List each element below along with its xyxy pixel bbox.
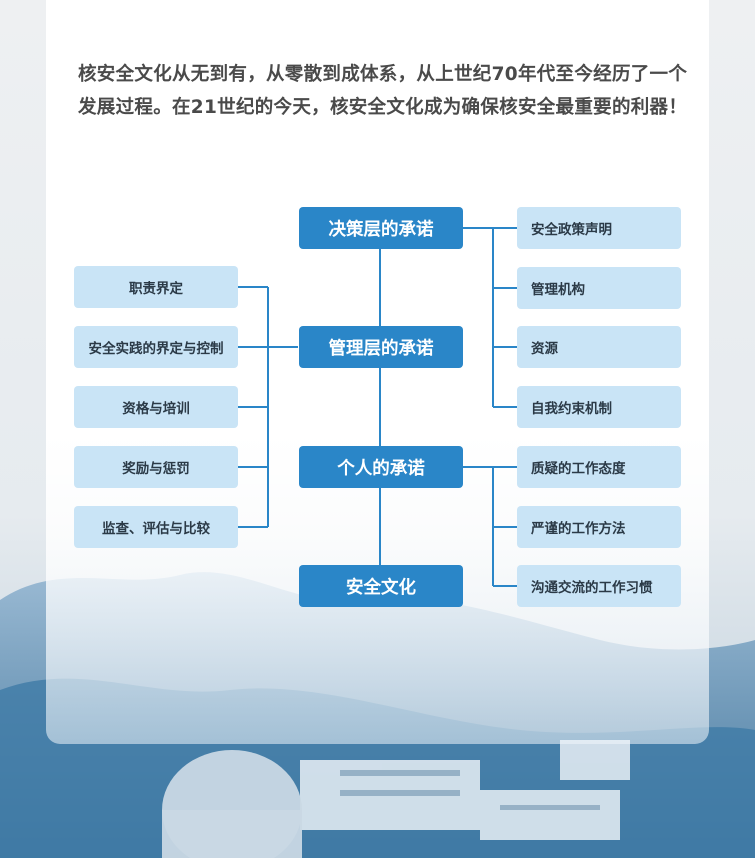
node-label: 安全实践的界定与控制 (88, 341, 224, 357)
node-safety-policy: 安全政策声明 (517, 207, 681, 249)
node-label: 个人的承诺 (337, 458, 425, 479)
node-management-commitment: 管理层的承诺 (299, 326, 463, 368)
node-communication-habit: 沟通交流的工作习惯 (517, 565, 681, 607)
node-label: 管理层的承诺 (328, 338, 434, 359)
node-management-organization: 管理机构 (517, 267, 681, 309)
node-rigorous-approach: 严谨的工作方法 (517, 506, 681, 548)
node-questioning-attitude: 质疑的工作态度 (517, 446, 681, 488)
node-responsibility-definition: 职责界定 (74, 266, 238, 308)
node-qualification-training: 资格与培训 (74, 386, 238, 428)
node-label: 沟通交流的工作习惯 (531, 580, 653, 596)
node-label: 职责界定 (129, 281, 183, 297)
node-resources: 资源 (517, 326, 681, 368)
intro-paragraph: 核安全文化从无到有，从零散到成体系，从上世纪70年代至今经历了一个发展过程。在2… (78, 64, 688, 118)
node-self-discipline: 自我约束机制 (517, 386, 681, 428)
node-label: 资源 (531, 341, 558, 357)
node-safety-culture: 安全文化 (299, 565, 463, 607)
node-label: 管理机构 (531, 282, 585, 298)
node-label: 安全文化 (346, 577, 416, 598)
node-label: 严谨的工作方法 (531, 521, 626, 537)
content-card (46, 0, 709, 744)
node-label: 决策层的承诺 (328, 219, 434, 240)
node-label: 监查、评估与比较 (102, 521, 210, 537)
node-label: 质疑的工作态度 (531, 461, 626, 477)
node-label: 资格与培训 (122, 401, 190, 417)
node-reward-punishment: 奖励与惩罚 (74, 446, 238, 488)
node-safety-practice-control: 安全实践的界定与控制 (74, 326, 238, 368)
node-label: 安全政策声明 (531, 222, 612, 238)
node-individual-commitment: 个人的承诺 (299, 446, 463, 488)
node-audit-evaluation: 监查、评估与比较 (74, 506, 238, 548)
node-decision-commitment: 决策层的承诺 (299, 207, 463, 249)
node-label: 奖励与惩罚 (122, 461, 190, 477)
node-label: 自我约束机制 (531, 401, 612, 417)
